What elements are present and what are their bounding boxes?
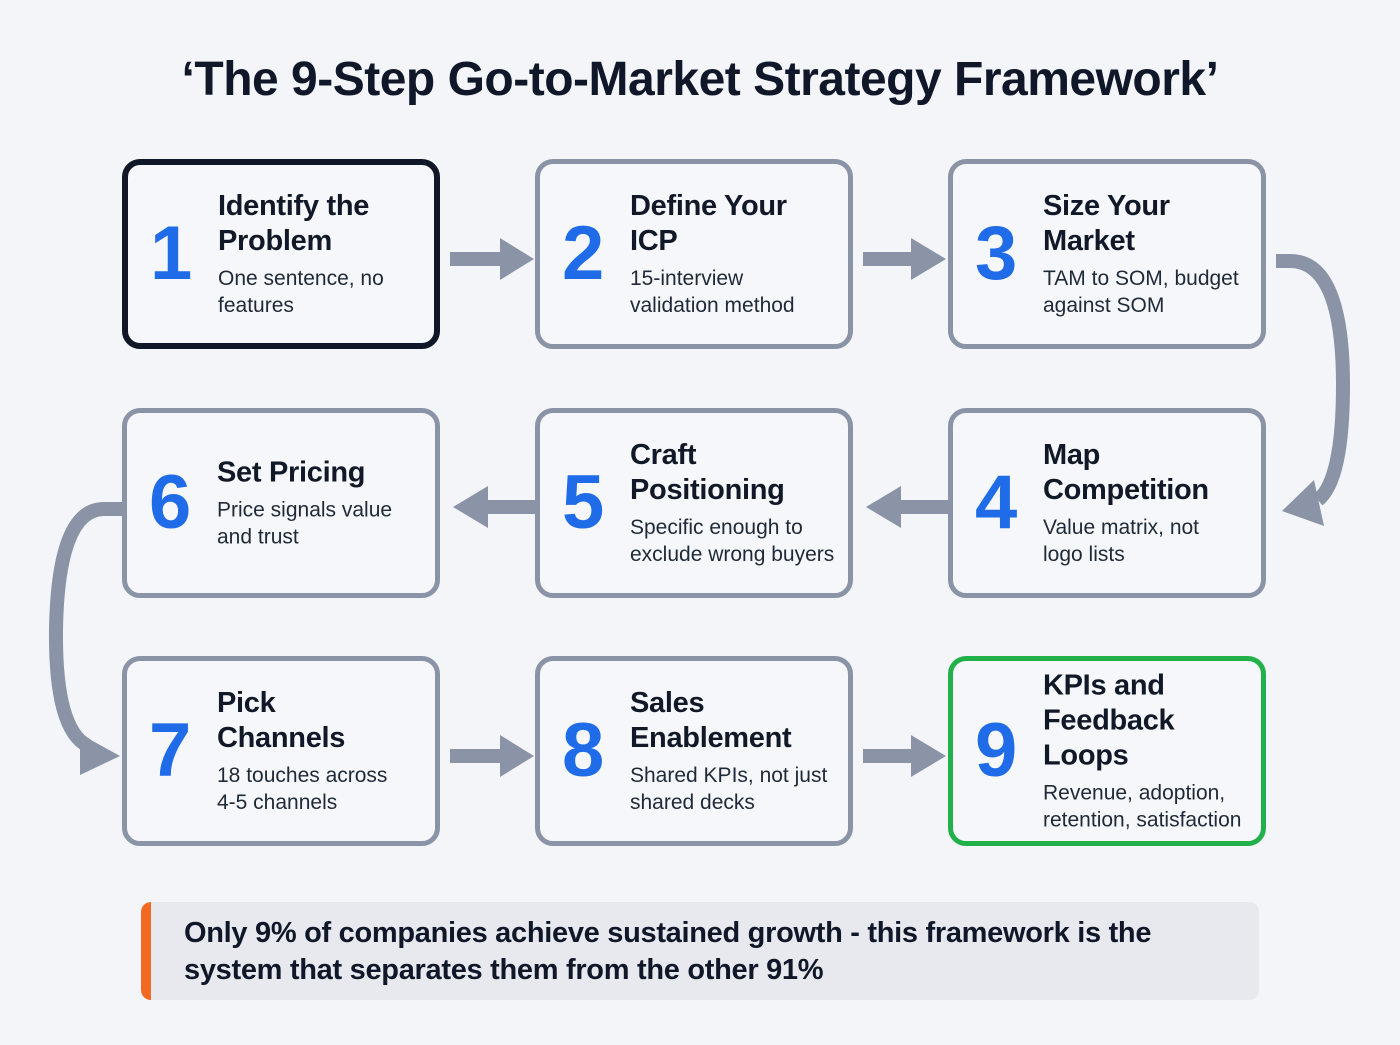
step-heading: Channels (217, 722, 346, 754)
step-description: Price signals value (217, 498, 393, 522)
step-description: and trust (217, 525, 299, 549)
step-heading: Identify the (218, 190, 370, 222)
arrow-right-icon (450, 735, 534, 777)
step-heading: Pick (217, 687, 276, 719)
step-number: 2 (562, 211, 605, 296)
step-description: shared decks (630, 791, 755, 814)
step-description: retention, satisfaction (1043, 808, 1242, 832)
step-number: 6 (149, 460, 192, 545)
step-description: Revenue, adoption, (1043, 781, 1226, 805)
step-heading: Competition (1043, 474, 1209, 506)
arrow-curve-down-icon (1276, 254, 1351, 526)
step-number: 8 (562, 708, 605, 793)
step-number: 3 (975, 211, 1018, 296)
step-heading: Sales (630, 687, 705, 719)
step-heading: Market (1043, 225, 1135, 257)
arrow-left-icon (453, 486, 538, 528)
arrow-left-icon (866, 486, 951, 528)
step-description: TAM to SOM, budget (1043, 267, 1239, 290)
arrow-right-icon (863, 238, 946, 280)
step-heading: Craft (630, 439, 697, 471)
step-description: against SOM (1043, 294, 1165, 317)
step-description: validation method (630, 294, 795, 317)
step-heading: Positioning (630, 474, 785, 506)
step-heading: Problem (218, 225, 332, 257)
step-description: features (218, 294, 294, 317)
step-card-6: 6 Set Pricing Price signals value and tru… (122, 408, 440, 598)
step-description: 4-5 channels (217, 791, 338, 814)
step-description: exclude wrong buyers (630, 543, 835, 566)
step-number: 7 (149, 708, 192, 793)
step-heading: Feedback Loops (1043, 704, 1175, 772)
arrow-right-icon (863, 735, 946, 777)
callout-banner: Only 9% of companies achieve sustained g… (141, 902, 1259, 1000)
step-heading: ICP (630, 225, 678, 257)
step-number: 9 (975, 708, 1018, 793)
step-number: 5 (562, 460, 605, 545)
arrow-right-icon (450, 238, 534, 280)
step-description: 15-interview (630, 267, 744, 290)
step-heading: Size Your (1043, 190, 1170, 222)
step-heading: Define Your (630, 190, 787, 222)
step-heading: Map (1043, 439, 1101, 471)
callout-text: Only 9% of companies achieve sustained g… (184, 915, 1239, 989)
step-heading: KPIs and (1043, 669, 1165, 702)
callout-line: Only 9% of companies achieve sustained g… (184, 917, 1152, 949)
step-heading: Enablement (630, 722, 792, 754)
page-title: ‘The 9-Step Go-to-Market Strategy Framew… (181, 53, 1219, 106)
callout-line: system that separates them from the othe… (184, 954, 824, 986)
step-number: 1 (150, 211, 193, 296)
step-description: One sentence, no (218, 267, 384, 290)
step-number: 4 (975, 460, 1018, 545)
step-heading: Set Pricing (217, 456, 366, 489)
step-description: logo lists (1043, 543, 1125, 566)
step-description: Shared KPIs, not just (630, 764, 828, 787)
arrow-curve-down-icon (48, 502, 124, 775)
step-description: Value matrix, not (1043, 516, 1200, 539)
step-description: Specific enough to (630, 516, 803, 539)
step-description: 18 touches across (217, 764, 388, 787)
